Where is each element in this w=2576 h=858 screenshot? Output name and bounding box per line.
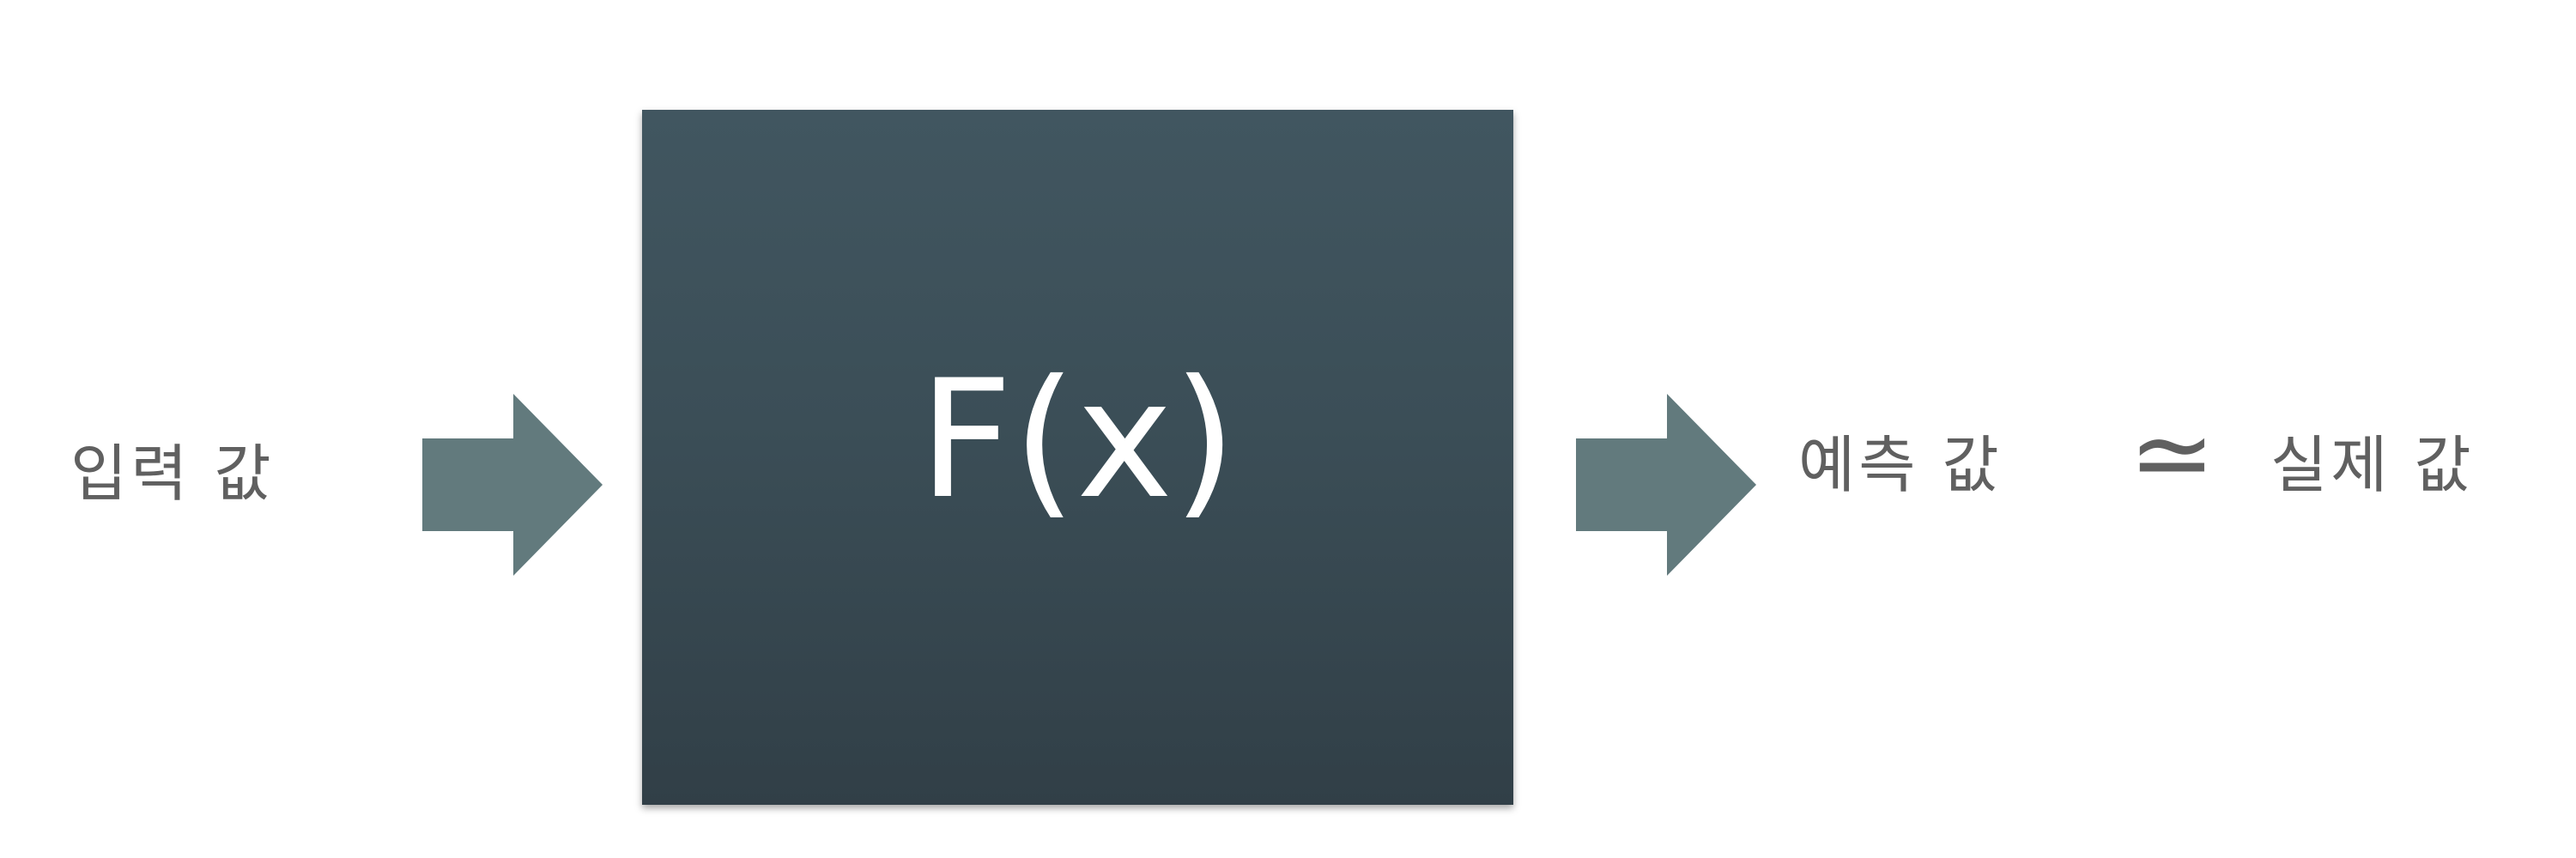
function-label: F(x) [918, 345, 1237, 535]
predicted-value-label: 예측 값 [1798, 429, 2003, 501]
output-arrow-icon [1576, 394, 1756, 576]
input-arrow-icon [422, 394, 603, 576]
actual-value-label: 실제 값 [2270, 429, 2475, 501]
function-box: F(x) [642, 110, 1513, 805]
input-value-label: 입력 값 [70, 438, 275, 510]
approximately-equal-symbol: ≃ [2129, 395, 2215, 514]
